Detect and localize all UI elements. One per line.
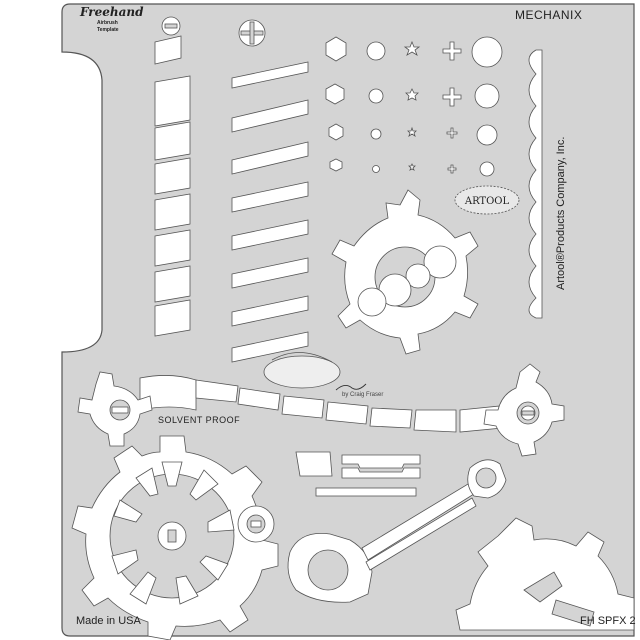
made-in-label: Made in USA: [76, 615, 141, 627]
parallelogram-column: [154, 35, 191, 337]
hexagon-shapes: [325, 36, 347, 172]
chain-band: [139, 375, 503, 433]
plus-shapes: [442, 41, 462, 174]
company-name: Artool®Products Company, Inc.: [555, 136, 567, 290]
signature-icon: [335, 383, 367, 391]
large-gear: [331, 189, 479, 355]
artool-logo-text: ARTOOL: [464, 196, 510, 207]
scalloped-edge: [528, 49, 543, 319]
trapezoid-shape: [295, 451, 333, 477]
slot-screw-icon: [161, 16, 181, 36]
brand-logo: Freehand: [80, 5, 144, 19]
connector-shape: [341, 454, 421, 479]
freehand-banner-logo: [263, 352, 341, 389]
chain-gear-right: [483, 363, 565, 457]
artool-logo: [454, 185, 520, 215]
brand-line-1: Airbrush: [97, 20, 118, 26]
circle-shapes-large: [471, 36, 503, 177]
slanted-bars: [231, 61, 309, 363]
wheel-spokes: [111, 461, 235, 605]
product-code: FH SPFX 2: [580, 615, 636, 627]
chain-gear-left: [77, 371, 153, 447]
brand-line-2: Template: [97, 27, 119, 33]
template-title: MECHANIX: [515, 8, 583, 22]
partial-gear-bottom-right: [455, 517, 635, 631]
signature-caption: by Craig Fraser: [342, 392, 384, 398]
solvent-proof-label: SOLVENT PROOF: [158, 415, 241, 425]
circle-shapes-small: [366, 41, 386, 173]
star-shapes: [403, 40, 421, 171]
connecting-rod: [287, 459, 507, 603]
small-screw-cog: [237, 505, 275, 543]
large-wheel-gear: [71, 435, 279, 640]
long-bar-shape: [315, 487, 417, 497]
cross-screw-icon: [238, 19, 266, 47]
